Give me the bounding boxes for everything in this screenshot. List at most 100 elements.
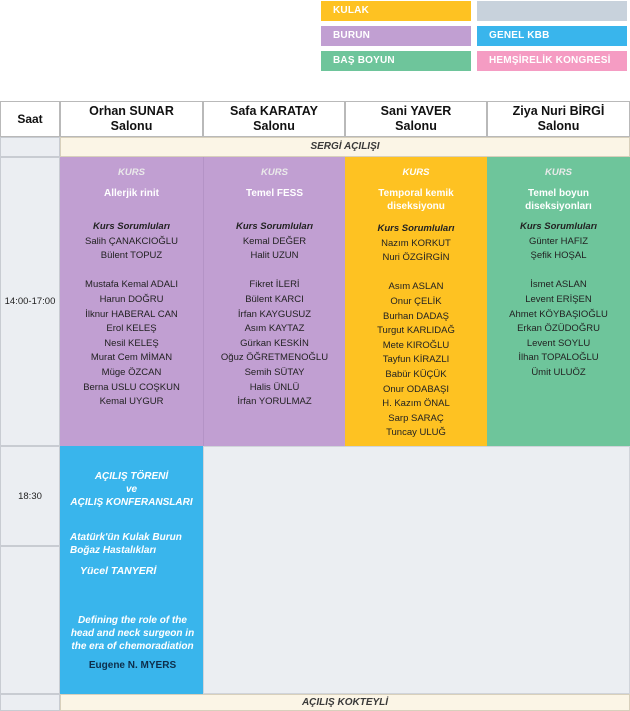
person-name: Turgut KARLIDAĞ (377, 325, 455, 337)
responsibles-header: Kurs Sorumluları (235, 221, 314, 232)
person-name: Harun DOĞRU (99, 293, 164, 305)
person-name: Nesil KELEŞ (104, 337, 159, 349)
person-name: Sarp SARAÇ (388, 412, 444, 424)
legend-hemsirelik: HEMŞİRELİK KONGRESİ (477, 51, 627, 71)
legend-bas-boyun: BAŞ BOYUN (321, 51, 471, 71)
faculty-list: Asım ASLAN Onur ÇELİK Burhan DADAŞ Turgu… (345, 280, 487, 441)
person-name: İrfan YORULMAZ (237, 396, 312, 408)
person-name: Murat Cem MİMAN (90, 352, 173, 364)
speaker-name: Eugene N. MYERS (88, 660, 177, 671)
person-name: Mustafa Kemal ADALI (85, 279, 178, 291)
person-name: Tayfun KİRAZLI (382, 354, 450, 366)
speaker2: Eugene N. MYERS (70, 660, 195, 673)
person-name: İlknur HABERAL CAN (85, 308, 178, 320)
kurs-label: KURS (118, 167, 145, 178)
person-name: Erol KELEŞ (106, 323, 157, 335)
hall-name: Sani YAVER (380, 104, 452, 118)
responsibles-list: Günter HAFIZ Şefik HOŞAL (487, 235, 630, 264)
course-title: Temel boyun diseksiyonları (525, 188, 592, 212)
person-name: Levent ERİŞEN (525, 293, 592, 305)
time-label: 18:30 (18, 490, 42, 502)
person-name: Burhan DADAŞ (382, 310, 449, 322)
course-temel-boyun: KURS Temel boyun diseksiyonları Kurs Sor… (487, 157, 630, 446)
talk1-title-line1: Atatürk'ün Kulak Burun (70, 532, 200, 545)
person-name: Onur ODABAŞI (383, 383, 449, 395)
course-temporal-kemik: KURS Temporal kemik diseksiyonu Kurs Sor… (345, 157, 487, 446)
person-name: Ahmet KÖYBAŞIOĞLU (509, 308, 608, 320)
header-saat: Saat (0, 101, 60, 137)
faculty-list: Mustafa Kemal ADALI Harun DOĞRU İlknur H… (60, 278, 203, 409)
legend-kulak: KULAK (321, 1, 471, 21)
legend-blank (477, 1, 627, 21)
person-name: Asım ASLAN (388, 281, 444, 293)
responsibles-header: Kurs Sorumluları (377, 223, 455, 234)
person-name: İlhan TOPALOĞLU (518, 352, 599, 364)
legend: KULAK BURUN GENEL KBB BAŞ BOYUN HEMŞİREL… (321, 1, 629, 71)
kurs-label: KURS (545, 167, 572, 178)
person-name: Mete KIROĞLU (382, 339, 450, 351)
person-name: Müge ÖZCAN (101, 366, 162, 378)
talk-title-line: Boğaz Hastalıkları (70, 545, 157, 556)
person-name: Ümit ULUÖZ (531, 366, 586, 378)
hall-name: Ziya Nuri BİRGİ (512, 104, 605, 118)
hall-name: Safa KARATAY (230, 104, 318, 118)
responsibles-list: Kemal DEĞER Halit UZUN (204, 235, 345, 264)
opening-ceremony: AÇILIŞ TÖRENİ (94, 471, 169, 482)
person-name: H. Kazım ÖNAL (382, 398, 450, 410)
person-name: Babür KÜÇÜK (385, 368, 447, 380)
person-name: Halit UZUN (250, 250, 299, 262)
person-name: Bülent KARCI (245, 293, 304, 305)
faculty-list: Fikret İLERİ Bülent KARCI İrfan KAYGUSUZ… (204, 278, 345, 409)
talk-title-line: the era of chemoradiation (71, 641, 194, 652)
kurs-label: KURS (402, 167, 430, 178)
person-name: Bülent TOPUZ (100, 250, 163, 262)
talk1-title-line2: Boğaz Hastalıkları (70, 545, 200, 558)
person-name: Halis ÜNLÜ (249, 381, 300, 393)
person-name: Erkan ÖZÜDOĞRU (517, 323, 600, 335)
speaker1: Yücel TANYERİ (80, 565, 210, 578)
person-name: Levent SOYLU (526, 337, 591, 349)
person-name: Şefik HOŞAL (530, 250, 587, 262)
person-name: Berna USLU COŞKUN (83, 381, 180, 393)
speaker-name: Yücel TANYERİ (80, 565, 157, 577)
course-title: Temporal kemik diseksiyonu (378, 188, 454, 212)
hall-suffix: Salonu (110, 119, 153, 133)
responsibles-header: Kurs Sorumluları (519, 221, 598, 232)
person-name: Kemal UYGUR (99, 396, 164, 408)
course-temel-fess: KURS Temel FESS Kurs Sorumluları Kemal D… (203, 157, 345, 446)
person-name: İsmet ASLAN (530, 279, 587, 291)
talk2-title-line2: head and neck surgeon in (70, 628, 195, 641)
person-name: Gürkan KESKİN (240, 337, 309, 349)
course-title: Temel FESS (245, 188, 304, 199)
time-label: 14:00-17:00 (4, 296, 56, 307)
person-name: Semih SÜTAY (244, 366, 305, 378)
person-name: Fikret İLERİ (249, 279, 300, 291)
opening-session: AÇILIŞ TÖRENİ ve AÇILIŞ KONFERANSLARI At… (60, 446, 203, 694)
person-name: İrfan KAYGUSUZ (237, 308, 312, 320)
legend-burun: BURUN (321, 26, 471, 46)
time-cell-course: 14:00-17:00 (0, 157, 60, 446)
legend-genel-kbb: GENEL KBB (477, 26, 627, 46)
person-name: Asım KAYTAZ (244, 323, 305, 335)
time-cell-blank (0, 546, 60, 694)
responsibles-list: Nazım KORKUT Nuri ÖZGİRGİN (345, 237, 487, 266)
hall-suffix: Salonu (253, 119, 295, 133)
course-title: Allerjik rinit (103, 188, 159, 199)
time-cell-opening: 18:30 (0, 446, 60, 546)
person-name: Kemal DEĞER (242, 235, 307, 247)
course-allerjik-rinit: KURS Allerjik rinit Kurs Sorumluları Sal… (60, 157, 203, 446)
kurs-label: KURS (261, 167, 288, 178)
talk-title-line: Defining the role of the (78, 615, 187, 626)
faculty-list: İsmet ASLAN Levent ERİŞEN Ahmet KÖYBAŞIO… (487, 278, 630, 380)
talk2-title-line1: Defining the role of the (70, 615, 195, 628)
talk2-title-line3: the era of chemoradiation (70, 641, 195, 654)
hall-suffix: Salonu (537, 119, 580, 133)
person-name: Onur ÇELİK (390, 295, 442, 307)
empty-evening-area (203, 446, 630, 694)
person-name: Tuncay ULUĞ (386, 427, 446, 439)
